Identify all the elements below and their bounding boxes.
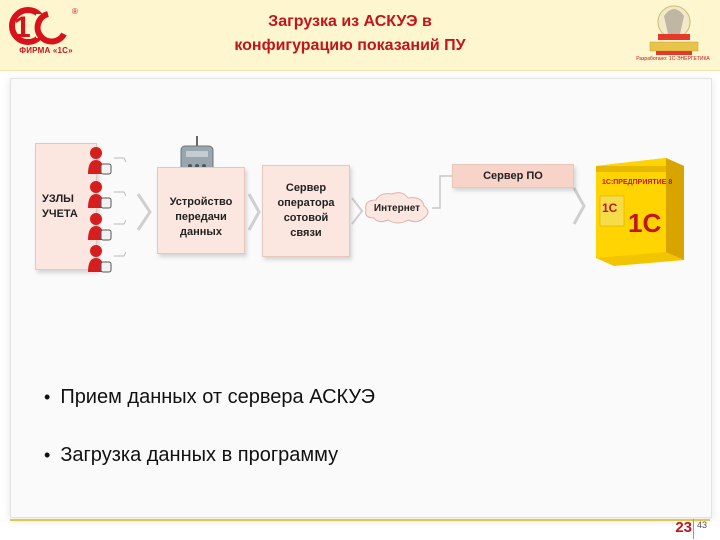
slide-header: 1 ® ФИРМА «1С» Загрузка из АСКУЭ в конфи… <box>0 0 720 71</box>
logo-firm-caption: ФИРМА «1С» <box>19 46 73 55</box>
internet-label: Интернет <box>373 202 421 214</box>
content-panel <box>10 78 712 518</box>
1c-enterprise-product-box-icon: 1С:ПРЕДПРИЯТИЕ 8 1С 1С <box>596 158 684 266</box>
cloud-icon <box>365 192 429 224</box>
operator-label-line3: сотовой <box>283 212 329 224</box>
meter-person-icon <box>88 213 112 241</box>
bullet-dot-icon: • <box>44 387 51 407</box>
nodes-label-line2: УЧЕТА <box>42 207 78 220</box>
partner-emblem-icon <box>636 4 712 64</box>
bullet-item: • Прием данных от сервера АСКУЭ <box>44 386 375 409</box>
flow-arrow-icon <box>351 197 364 225</box>
internet-cloud: Интернет <box>362 190 432 226</box>
product-box-title: 1С:ПРЕДПРИЯТИЕ 8 <box>602 179 672 186</box>
operator-label-line2: оператора <box>277 197 335 209</box>
flow-arrow-icon <box>136 193 152 231</box>
cellular-operator-server-box: Сервер оператора сотовой связи <box>262 165 350 257</box>
page-number-separator <box>693 519 694 539</box>
nodes-label-line1: УЗЛЫ <box>42 192 74 205</box>
svg-text:1С: 1С <box>602 201 618 215</box>
connector-line-icon <box>432 175 454 209</box>
bullet-text: Прием данных от сервера АСКУЭ <box>60 386 376 408</box>
meter-person-icon <box>88 181 112 209</box>
1c-logo: 1 ® <box>6 4 86 62</box>
bullet-item: • Загрузка данных в программу <box>44 444 338 467</box>
slide-index: 43 <box>697 520 708 530</box>
flow-arrow-icon <box>247 193 261 231</box>
slide-title-line2: конфигурацию показаний ПУ <box>234 37 466 54</box>
product-box-mark: 1С <box>628 208 661 238</box>
bullet-text: Загрузка данных в программу <box>60 444 339 466</box>
footer-divider <box>10 519 710 521</box>
bullet-dot-icon: • <box>44 445 51 465</box>
partner-caption: Разработано: 1С-ЭНЕРГЕТИКА <box>636 56 710 62</box>
page-number: 23 <box>675 519 692 536</box>
meter-person-icon <box>88 147 112 175</box>
operator-label-line4: связи <box>290 227 322 239</box>
device-label-line1: Устройство <box>169 196 233 208</box>
server-label: Сервер ПО <box>483 169 543 182</box>
device-label-line3: данных <box>180 226 222 238</box>
slide-title-line1: Загрузка из АСКУЭ в <box>268 13 432 30</box>
svg-text:1: 1 <box>14 11 31 44</box>
meter-person-icon <box>88 245 112 273</box>
device-label-line2: передачи <box>175 211 227 223</box>
flow-arrow-icon <box>572 187 586 225</box>
slide-title: Загрузка из АСКУЭ в конфигурацию показан… <box>150 10 550 58</box>
data-transmitter-box: Устройство передачи данных <box>157 167 245 254</box>
operator-label-line1: Сервер <box>285 182 327 194</box>
svg-text:®: ® <box>72 7 78 16</box>
connector-lines-icon <box>114 157 127 257</box>
software-server-box: Сервер ПО <box>452 164 574 188</box>
